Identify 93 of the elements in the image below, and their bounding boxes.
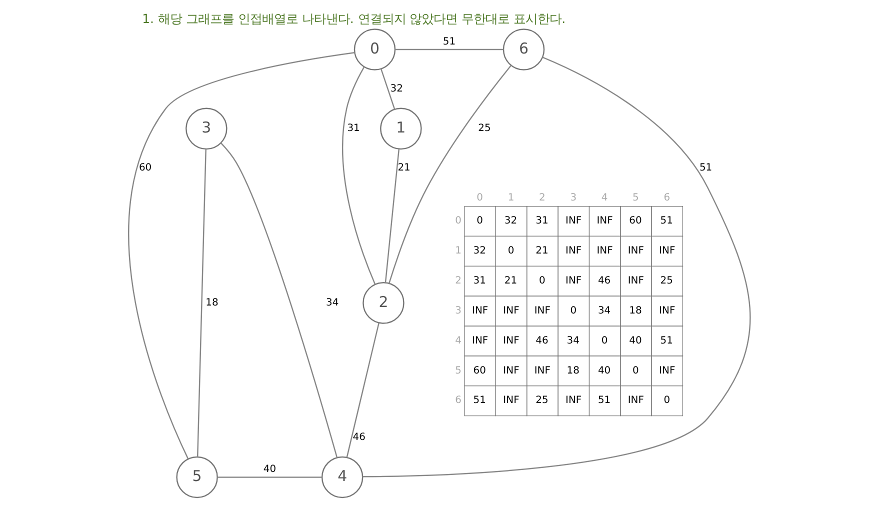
label: 0 [476,192,484,204]
label: INF [503,335,520,346]
node-circle: 5 [176,456,218,498]
label: INF [659,365,676,376]
label: 3 [570,192,577,204]
label: INF [659,305,676,316]
label: 0 [664,395,670,406]
edge-label: 25 [478,123,491,134]
label: INF [659,246,676,257]
label: 60 [629,216,642,227]
connector [346,322,380,458]
label: INF [472,335,488,346]
label: 4 [455,335,462,346]
label: 25 [660,275,673,286]
connector [384,148,400,283]
label: 21 [504,275,518,286]
label: 6 [664,192,670,204]
edge-label: 32 [390,83,403,94]
connector [128,52,355,460]
connector [388,64,512,284]
label: INF [566,216,582,227]
label: 32 [473,246,486,257]
label: 46 [598,275,611,286]
label: INF [503,395,520,406]
label: 18 [566,365,580,376]
label: 51 [660,216,673,227]
label: 6 [455,395,462,406]
label: 5 [455,365,462,376]
label: INF [566,395,582,406]
node-circle: 6 [502,28,545,70]
label: 2 [455,275,462,286]
label: INF [472,305,488,316]
label: 60 [473,365,486,376]
label: 0 [601,335,608,346]
edge-label: 21 [398,162,410,174]
node-circle: 1 [380,108,422,150]
label: 40 [629,335,642,346]
node-circle: 3 [186,108,228,150]
label: INF [503,305,520,316]
connector [362,56,751,478]
label: 51 [473,395,486,406]
label: 1 [508,192,514,204]
label: 31 [473,275,486,286]
label: 32 [504,216,518,227]
edge-label: 31 [347,123,360,134]
label: 0 [632,365,639,376]
label: 51 [598,395,611,406]
edge-label: 34 [326,297,339,308]
label: 2 [539,192,546,204]
connector [220,142,338,458]
label: 0 [508,246,514,257]
edge-label: 46 [352,432,366,443]
edge-label: 40 [263,464,276,476]
label: 4 [601,192,608,204]
label: INF [596,216,613,227]
node-circle: 0 [354,28,396,70]
label: 34 [598,305,611,316]
label: INF [628,246,644,257]
label: 46 [536,335,548,346]
label: 3 [455,305,462,316]
label: 51 [660,335,673,346]
connector [218,476,322,478]
label: 18 [629,305,642,316]
label: INF [534,305,550,316]
label: 1 [455,246,462,257]
label: 21 [536,246,548,257]
label: INF [596,246,613,257]
label: INF [503,365,520,376]
label: INF [628,275,644,286]
label: INF [534,365,550,376]
label: 0 [476,216,484,227]
label: 5 [632,192,639,204]
label: 34 [566,335,580,346]
node-circle: 4 [321,456,364,498]
edge-label: 18 [206,297,218,308]
label: INF [566,275,582,286]
edge-label: 51 [442,36,456,48]
connector [342,66,376,285]
node-circle: 2 [362,282,404,324]
label: 0 [539,275,546,286]
label: 0 [570,305,577,316]
connector [380,68,396,110]
label: INF [628,395,644,406]
edge-label: 60 [138,162,152,174]
label: INF [566,246,582,257]
label: 0 [455,216,462,227]
label: 40 [598,365,611,376]
connector [395,48,504,50]
edge-label: 51 [699,162,712,174]
diagram-title: 1. 해당 그래프를 인접배열로 나타낸다. 연결되지 않았다면 무한대로 표시한다. [142,11,566,26]
connector [196,148,206,457]
label: 25 [536,395,548,406]
label: 31 [536,216,548,227]
